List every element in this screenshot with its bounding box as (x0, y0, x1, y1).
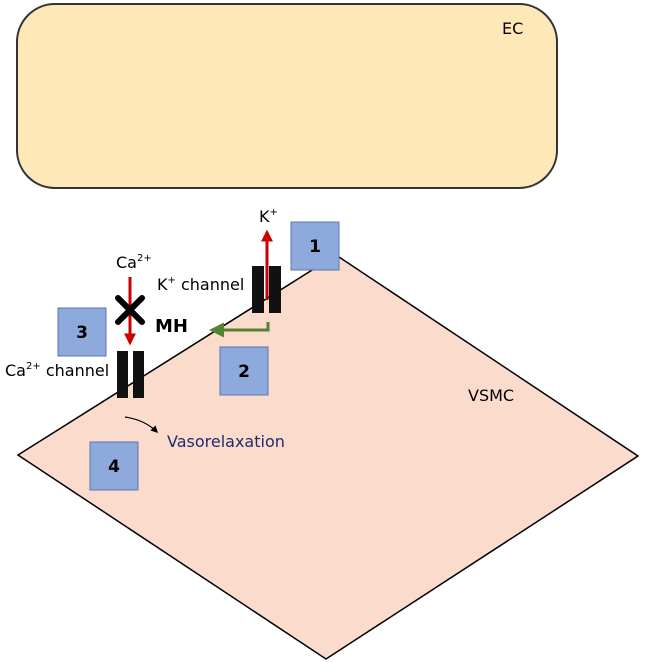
smooth-muscle-cell-label: VSMC (468, 386, 514, 405)
step-3-box: 3 (57, 307, 107, 357)
potassium-ion-label: K+ (259, 207, 278, 226)
agent-label: MH (155, 316, 188, 337)
signal-arrow (209, 322, 270, 338)
endothelial-cell-label: EC (502, 19, 523, 38)
svg-text:3: 3 (76, 323, 88, 343)
svg-text:2: 2 (238, 362, 250, 382)
effect-label: Vasorelaxation (167, 432, 285, 451)
calcium-channel-label: Ca2+ channel (5, 361, 109, 380)
endothelial-cell (16, 3, 558, 189)
svg-text:1: 1 (309, 237, 321, 257)
step-2-box: 2 (219, 346, 269, 396)
calcium-ion-label: Ca2+ (116, 253, 152, 272)
calcium-channel-icon (117, 351, 144, 398)
step-4-box: 4 (89, 441, 139, 491)
potassium-channel-icon (252, 266, 281, 313)
x-mark-icon (115, 295, 145, 325)
step-1-box: 1 (290, 221, 340, 271)
effect-arrow (124, 416, 159, 434)
potassium-channel-label: K+ channel (157, 275, 244, 294)
svg-text:4: 4 (108, 457, 120, 477)
